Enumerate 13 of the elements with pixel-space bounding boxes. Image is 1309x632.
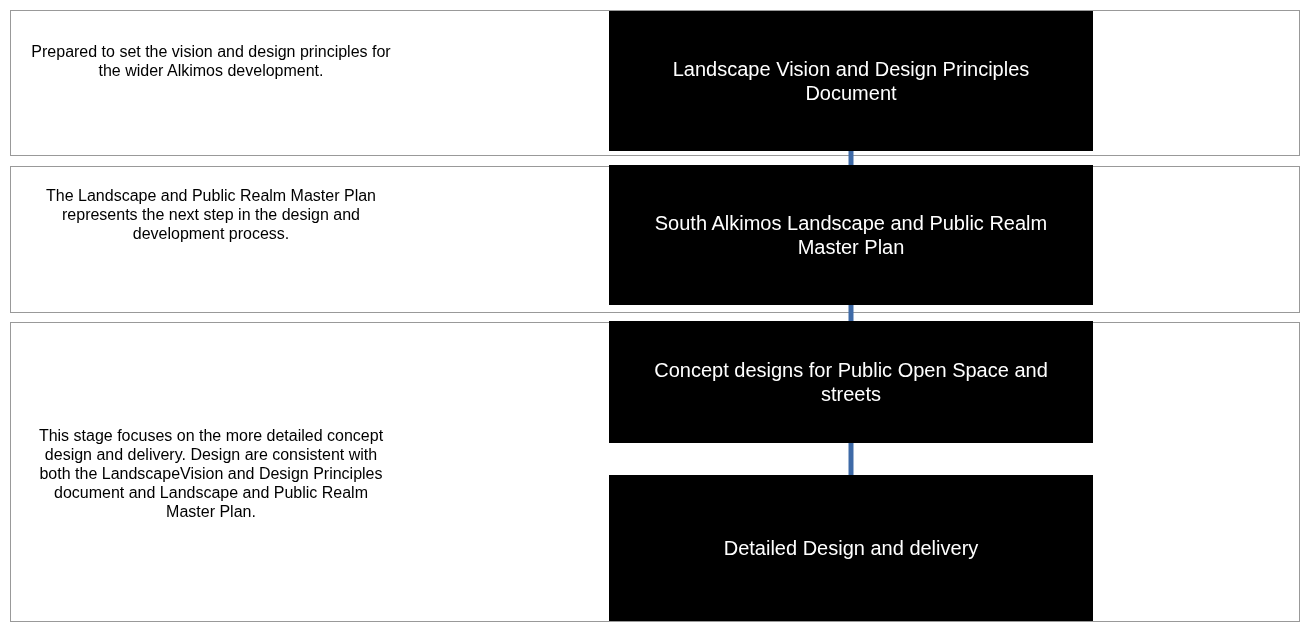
stage-description: Prepared to set the vision and design principles for the wider Alkimos development. [31,42,391,80]
stage-description: The Landscape and Public Realm Master Plan represents the next step in the design and development process. [45,185,377,243]
process-box: Concept designs for Public Open Space and streets [609,321,1093,443]
process-box: Detailed Design and delivery [609,475,1093,621]
connector-line [848,443,854,475]
process-box: South Alkimos Landscape and Public Realm Master Plan [609,165,1093,305]
connector-line [848,305,854,321]
stage-description: This stage focuses on the more detailed concept design and delivery. Design are consistent with both the LandscapeVision and Design Principles document and Landscape and Public Realm Master Plan. [37,425,385,521]
stage-band [10,10,1300,156]
stage-band [10,166,1300,313]
stage-band [10,322,1300,622]
connector-line [848,151,854,165]
process-box: Landscape Vision and Design Principles Document [609,11,1093,151]
